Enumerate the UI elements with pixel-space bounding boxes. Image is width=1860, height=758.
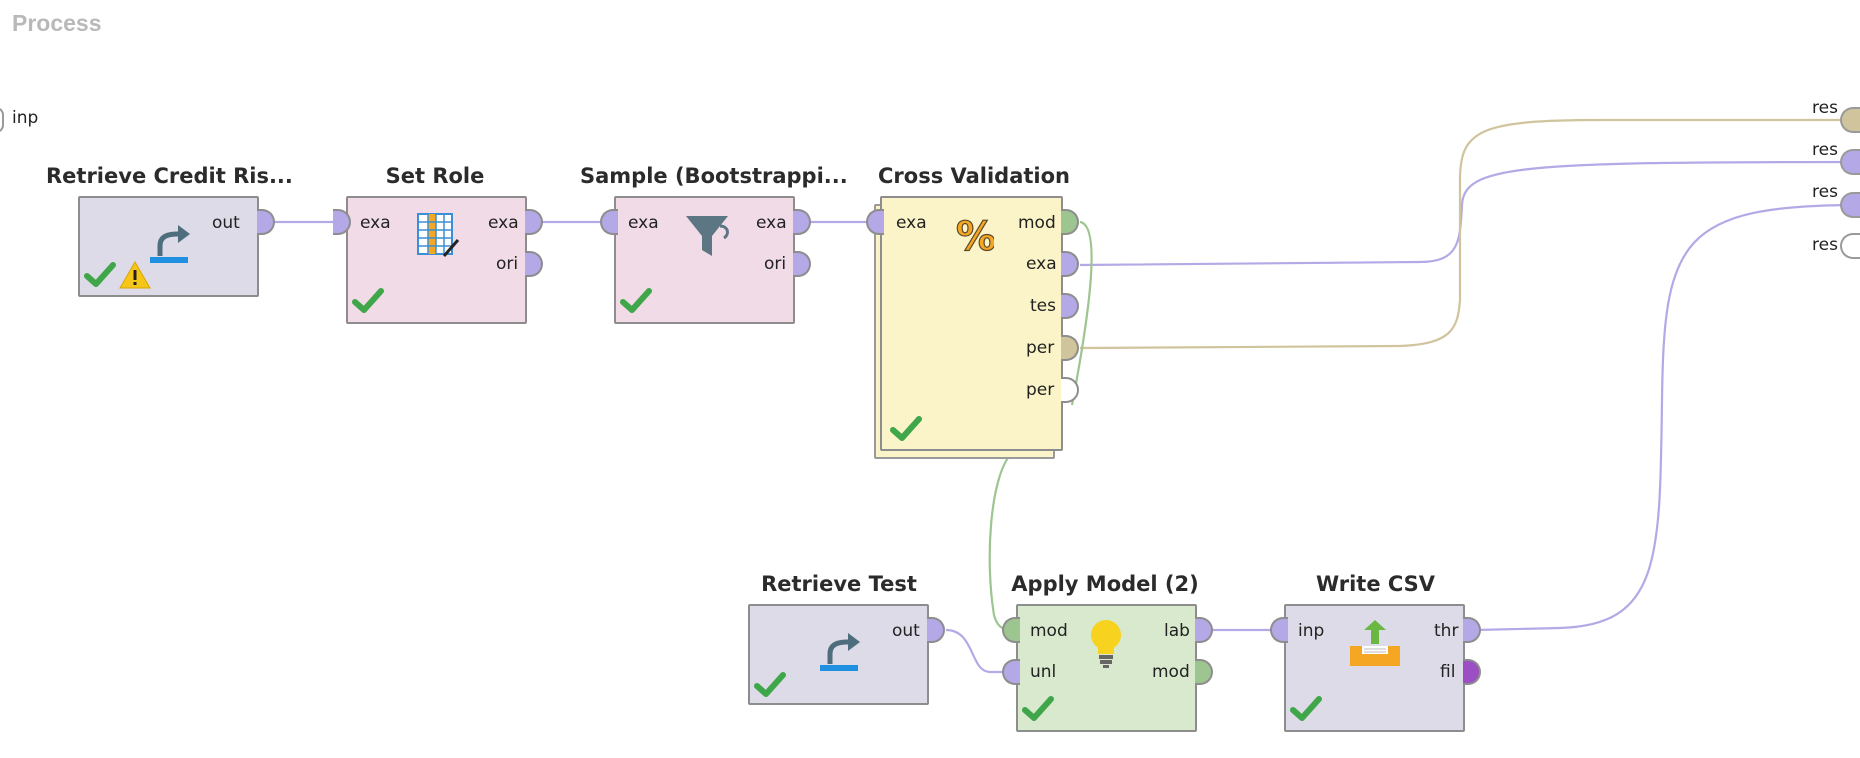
process-output-label-2: res xyxy=(1812,140,1838,160)
port-out-exa-set-role[interactable] xyxy=(525,209,543,235)
port-out-exa-cross-validation[interactable] xyxy=(1061,251,1079,277)
port-label-exa-out: exa xyxy=(756,213,787,233)
upload-export-icon xyxy=(1350,620,1400,666)
port-out-mod-apply-model[interactable] xyxy=(1195,659,1213,685)
retrieve-icon xyxy=(820,633,860,671)
port-out-per1-cross-validation[interactable] xyxy=(1061,335,1079,361)
port-label-out: out xyxy=(892,621,920,641)
svg-text:%: % xyxy=(956,214,994,256)
connection-crossval-per-res[interactable] xyxy=(1079,118,1860,350)
port-in-cross-validation[interactable] xyxy=(866,209,884,235)
port-label-exa-out: exa xyxy=(488,213,519,233)
operator-retrieve-test[interactable]: out xyxy=(748,604,929,705)
operator-sample[interactable]: exa exa ori xyxy=(614,196,795,324)
process-input-label: inp xyxy=(12,108,39,128)
warning-icon xyxy=(119,260,151,289)
process-output-port-1[interactable] xyxy=(1840,107,1860,133)
check-icon xyxy=(1290,696,1322,721)
process-output-port-2[interactable] xyxy=(1840,149,1860,175)
port-label-tes-out: tes xyxy=(1030,296,1056,316)
operator-write-csv[interactable]: inp thr fil xyxy=(1284,604,1465,732)
port-in-unl-apply-model[interactable] xyxy=(1002,659,1020,685)
connection-crossval-exa-res[interactable] xyxy=(1079,160,1860,267)
check-icon xyxy=(1022,696,1054,721)
operator-title-sample: Sample (Bootstrappi... xyxy=(580,164,848,188)
port-in-sample[interactable] xyxy=(600,209,618,235)
port-label-per-out-2: per xyxy=(1026,380,1055,400)
operator-apply-model[interactable]: mod unl lab mod xyxy=(1016,604,1197,732)
check-icon xyxy=(352,288,384,313)
port-out-tes-cross-validation[interactable] xyxy=(1061,293,1079,319)
port-label-inp-in: inp xyxy=(1298,621,1325,641)
operator-title-retrieve-test: Retrieve Test xyxy=(761,572,917,596)
port-label-exa-in: exa xyxy=(628,213,659,233)
filter-funnel-icon xyxy=(686,216,729,256)
port-out-per2-cross-validation[interactable] xyxy=(1061,377,1079,403)
port-in-write-csv[interactable] xyxy=(1270,617,1288,643)
operator-title-apply-model: Apply Model (2) xyxy=(1011,572,1199,596)
port-label-lab-out: lab xyxy=(1164,621,1190,641)
check-icon xyxy=(754,672,786,697)
connection-retrievetest-applymodel[interactable] xyxy=(945,628,1018,674)
port-label-mod-out: mod xyxy=(1018,213,1056,233)
check-icon xyxy=(620,288,652,313)
check-icon xyxy=(84,262,116,287)
port-label-exa-in: exa xyxy=(896,213,927,233)
process-output-port-4[interactable] xyxy=(1840,233,1860,259)
port-out-exa-sample[interactable] xyxy=(793,209,811,235)
operator-set-role[interactable]: exa exa ori xyxy=(346,196,527,324)
port-label-per-out-1: per xyxy=(1026,338,1055,358)
process-output-label-1: res xyxy=(1812,98,1838,118)
process-output-label-3: res xyxy=(1812,182,1838,202)
port-label-exa-in: exa xyxy=(360,213,391,233)
port-label-fil-out: fil xyxy=(1440,662,1456,682)
port-out-ori-set-role[interactable] xyxy=(525,251,543,277)
connection-crossval-applymodel[interactable] xyxy=(988,454,1019,632)
port-label-out: out xyxy=(212,213,240,233)
operator-cross-validation[interactable]: exa mod exa tes per per % xyxy=(880,196,1063,451)
port-label-unl-in: unl xyxy=(1030,662,1057,682)
port-out-fil-write-csv[interactable] xyxy=(1463,659,1481,685)
port-out-lab-apply-model[interactable] xyxy=(1195,617,1213,643)
port-out-mod-cross-validation[interactable] xyxy=(1061,209,1079,235)
operator-retrieve-credit[interactable]: out xyxy=(78,196,259,297)
port-label-exa-out: exa xyxy=(1026,254,1057,274)
port-label-thr-out: thr xyxy=(1434,621,1459,641)
operator-title-cross-validation: Cross Validation xyxy=(878,164,1070,188)
percent-icon: % xyxy=(955,213,994,256)
port-in-mod-apply-model[interactable] xyxy=(1002,617,1020,643)
process-output-port-3[interactable] xyxy=(1840,192,1860,218)
connection-writecsv-res[interactable] xyxy=(1475,203,1860,632)
connection-crossval-mod-loop[interactable] xyxy=(1070,220,1093,406)
retrieve-icon xyxy=(150,225,190,263)
table-role-icon xyxy=(417,213,460,257)
port-label-mod-in: mod xyxy=(1030,621,1068,641)
process-output-label-4: res xyxy=(1812,235,1838,255)
port-out-retrieve-test[interactable] xyxy=(927,617,945,643)
port-label-ori-out: ori xyxy=(496,254,519,274)
port-label-ori-out: ori xyxy=(764,254,787,274)
operator-title-set-role: Set Role xyxy=(385,164,485,188)
operator-title-write-csv: Write CSV xyxy=(1315,572,1436,596)
port-label-mod-out: mod xyxy=(1152,662,1190,682)
lightbulb-icon xyxy=(1091,620,1121,668)
port-out-ori-sample[interactable] xyxy=(793,251,811,277)
check-icon xyxy=(890,416,922,441)
port-out-retrieve-credit[interactable] xyxy=(257,209,275,235)
operator-title-retrieve-credit: Retrieve Credit Ris... xyxy=(46,164,293,188)
process-title: Process xyxy=(12,10,102,36)
port-out-thr-write-csv[interactable] xyxy=(1463,617,1481,643)
